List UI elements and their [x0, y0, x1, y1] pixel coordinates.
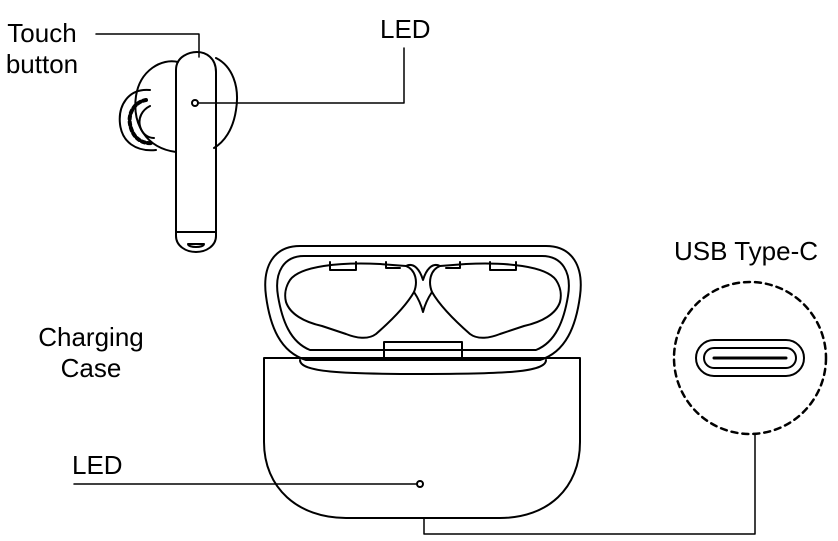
touch-button-leader	[96, 34, 199, 57]
earbud-led-dot	[192, 100, 198, 106]
earbud-ear-tip-inner	[139, 106, 154, 138]
case-body	[264, 358, 580, 518]
case-cavity-center	[406, 265, 440, 280]
case-led-dot	[417, 481, 423, 487]
usb-type-c-label: USB Type-C	[674, 236, 818, 267]
case-body-rim	[300, 360, 546, 374]
charging-case-label-line2: Case	[26, 353, 156, 384]
earbud-stem	[176, 52, 216, 252]
charging-case-illustration	[264, 246, 581, 518]
earbud-charge-contact	[188, 244, 204, 247]
earbud-led-label: LED	[380, 14, 431, 45]
earbud-head	[135, 61, 178, 152]
earbud-illustration	[120, 52, 237, 252]
earbud-led-leader	[199, 48, 404, 103]
case-cavity-center-lower	[414, 292, 432, 312]
charging-case-label-line1: Charging	[26, 322, 156, 353]
touch-button-label-line2: button	[0, 49, 84, 80]
case-led-label: LED	[72, 450, 123, 481]
touch-button-label: Touch button	[0, 18, 84, 80]
charging-case-label: Charging Case	[26, 322, 156, 384]
case-cavity-left	[285, 264, 416, 338]
case-lid-inner	[277, 256, 569, 350]
usb-type-c-detail	[674, 282, 826, 434]
touch-button-label-line1: Touch	[0, 18, 84, 49]
case-cavity-right	[430, 264, 561, 338]
